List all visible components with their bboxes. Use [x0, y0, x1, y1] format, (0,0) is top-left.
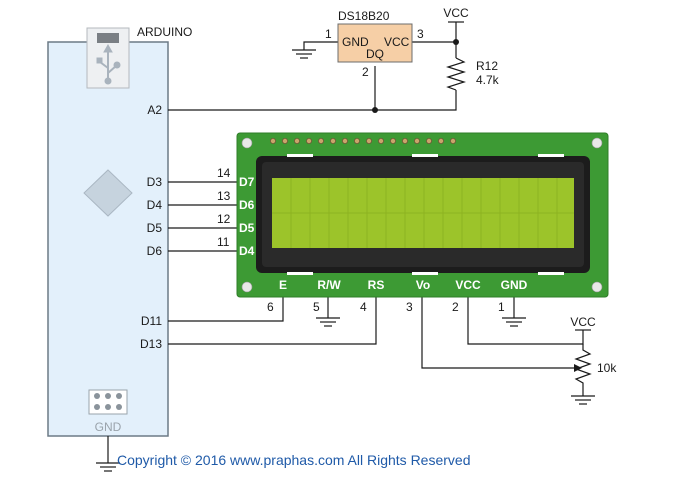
wire-num-2: 2 [452, 300, 459, 314]
wire-num-1: 1 [498, 300, 505, 314]
wiper-arrow-icon [574, 364, 582, 372]
lcd-pin-d7: D7 [239, 175, 255, 189]
lcd-module: D7 D6 D5 D4 E R/W RS Vo VCC GND [236, 132, 609, 298]
lcd-pin-vcc: VCC [455, 278, 481, 292]
copyright-text: Copyright © 2016 www.praphas.com All Rig… [117, 452, 470, 468]
pin-label-d5: D5 [147, 221, 163, 235]
usb-icon [96, 43, 121, 85]
ground-icon [316, 317, 340, 327]
lcd-pin-vo: Vo [416, 278, 430, 292]
vcc-label: VCC [570, 315, 596, 329]
ground-icon [571, 395, 595, 405]
pin-label-d4: D4 [147, 198, 163, 212]
lcd-pin-rw: R/W [317, 278, 341, 292]
wire-num-12: 12 [217, 212, 231, 226]
arduino-title: ARDUINO [137, 25, 192, 39]
lcd-pin-e: E [279, 278, 287, 292]
vcc-symbol: VCC [570, 315, 596, 331]
ground-icon [292, 49, 316, 59]
resistor-value: 4.7k [476, 73, 500, 87]
sensor-num-gnd: 1 [325, 27, 332, 41]
pin-label-d3: D3 [147, 175, 163, 189]
wire-num-5: 5 [313, 300, 320, 314]
wire-num-13: 13 [217, 189, 231, 203]
pin-label-d6: D6 [147, 244, 163, 258]
chip-diamond-icon [83, 169, 133, 217]
resistor-name: R12 [476, 59, 498, 73]
arduino-board: ARDUINO GND A2 D3 D4 D5 D6 D11 D13 [47, 25, 192, 437]
wires [168, 22, 584, 369]
wire-num-3: 3 [406, 300, 413, 314]
junction-dot [372, 107, 378, 113]
sensor-num-vcc: 3 [417, 27, 424, 41]
sensor-pin-gnd: GND [342, 35, 369, 49]
wire-num-14: 14 [217, 166, 231, 180]
resistor-r12: R12 4.7k [445, 57, 500, 91]
wire-num-11: 11 [217, 235, 230, 249]
sensor-num-dq: 2 [362, 65, 369, 79]
ds18b20-sensor: DS18B20 GND VCC DQ 1 3 2 [325, 9, 424, 79]
sensor-pin-vcc: VCC [384, 35, 410, 49]
potentiometer: VCC 10k [570, 315, 617, 405]
ground-icon [96, 436, 120, 472]
wire-num-6: 6 [267, 300, 274, 314]
vcc-label: VCC [443, 6, 469, 20]
pin-label-d13: D13 [140, 337, 162, 351]
lcd-pin-gnd: GND [501, 278, 528, 292]
lcd-pin-d5: D5 [239, 221, 255, 235]
junction-dot [453, 39, 459, 45]
ground-icon [502, 317, 526, 327]
pin-label-a2: A2 [147, 103, 162, 117]
lcd-pin-d6: D6 [239, 198, 255, 212]
sensor-pin-dq: DQ [366, 47, 384, 61]
wire-num-4: 4 [360, 300, 367, 314]
pin-label-d11: D11 [141, 314, 162, 328]
lcd-pin-d4: D4 [239, 244, 255, 258]
vcc-symbol: VCC [443, 6, 469, 23]
lcd-pin-rs: RS [368, 278, 385, 292]
sensor-name: DS18B20 [338, 9, 390, 23]
arduino-gnd-label: GND [95, 420, 122, 434]
lcd-header-pins [269, 137, 456, 144]
pot-value: 10k [597, 361, 617, 375]
